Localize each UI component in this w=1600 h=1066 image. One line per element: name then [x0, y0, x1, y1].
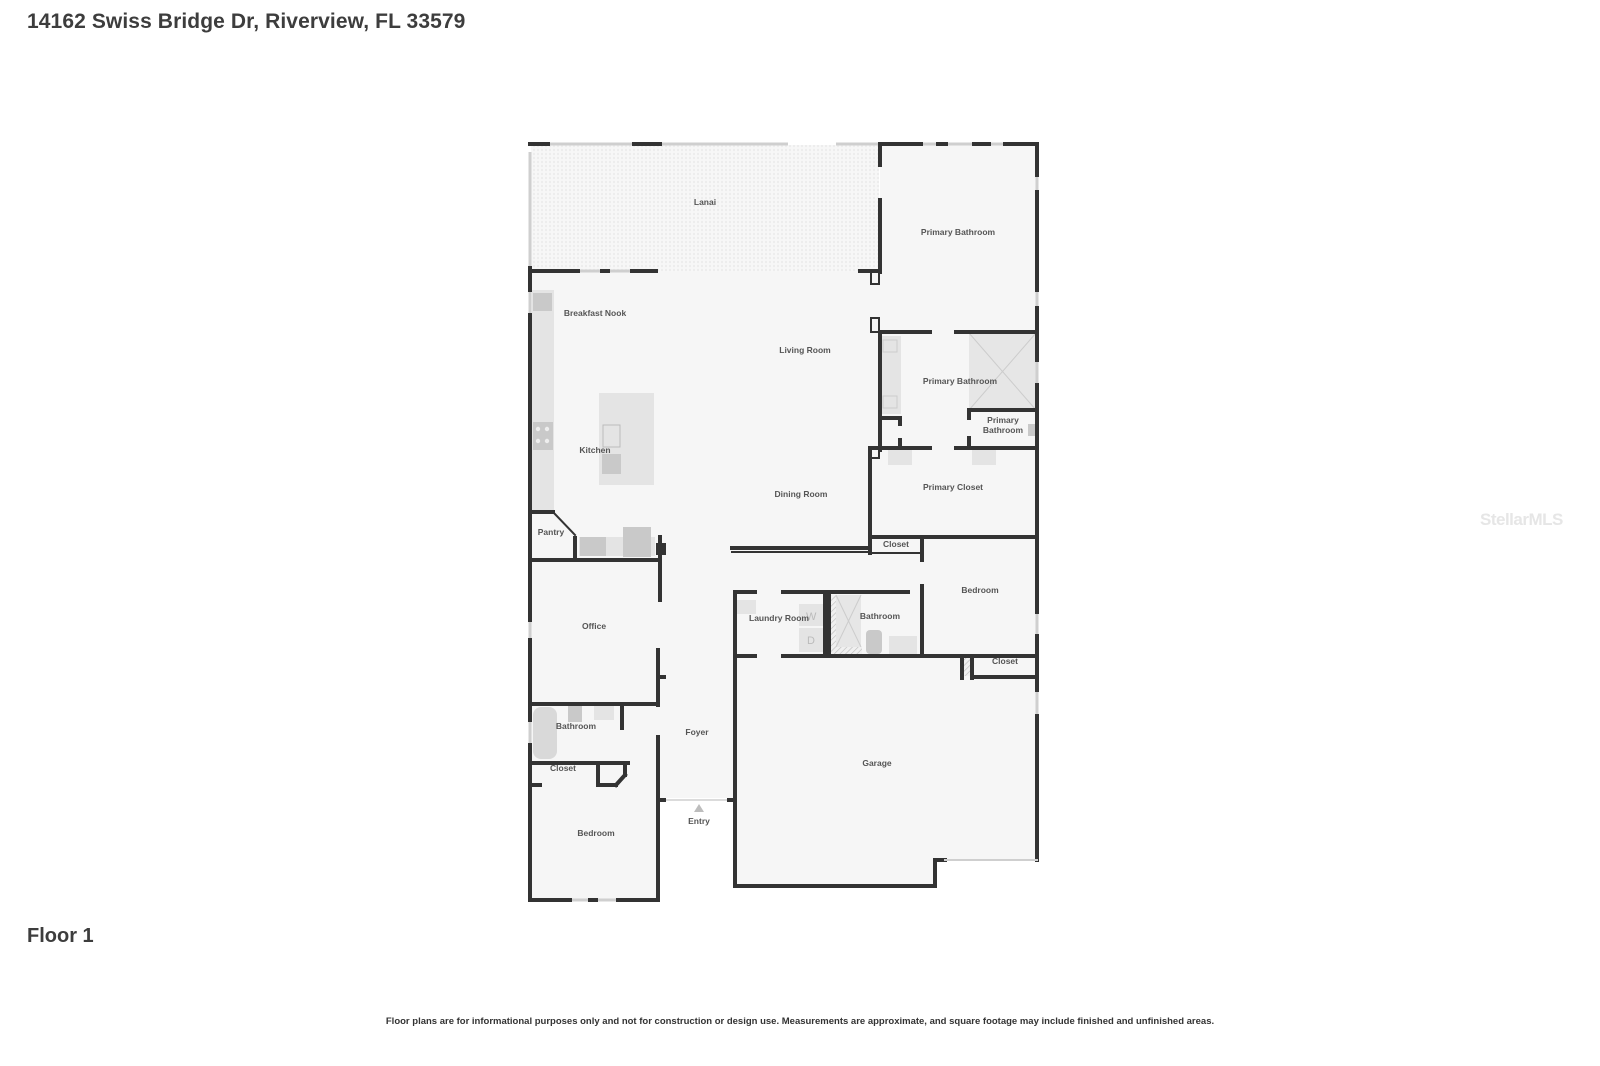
- label-bathroom-2: Bathroom: [556, 721, 597, 731]
- toilet-icon-2: [866, 630, 882, 654]
- fridge-icon: [533, 293, 552, 311]
- vanity-counter: [881, 336, 901, 414]
- label-foyer: Foyer: [685, 727, 709, 737]
- disclaimer-text: Floor plans are for informational purpos…: [385, 1016, 1215, 1027]
- bath-sink-icon: [889, 636, 917, 654]
- label-primary-bathroom: Primary Bathroom: [921, 227, 996, 237]
- walls: [528, 142, 1039, 902]
- label-bathroom-1: Bathroom: [860, 611, 901, 621]
- entry-arrow-icon: [694, 804, 704, 812]
- label-closet-2: Closet: [992, 656, 1018, 666]
- oven-icon: [623, 527, 651, 557]
- label-primary-closet: Primary Closet: [923, 482, 983, 492]
- lanai-floor: [531, 145, 879, 272]
- label-pantry: Pantry: [538, 527, 565, 537]
- label-kitchen: Kitchen: [579, 445, 610, 455]
- label-breakfast-nook: Breakfast Nook: [564, 308, 627, 318]
- bathtub-icon: [533, 707, 557, 759]
- label-primary-bathroom-3a: Primary: [987, 415, 1019, 425]
- label-dining-room: Dining Room: [775, 489, 828, 499]
- label-entry: Entry: [688, 816, 710, 826]
- label-primary-bathroom-3b: Bathroom: [983, 425, 1024, 435]
- floor-label: Floor 1: [27, 925, 94, 947]
- label-garage: Garage: [862, 758, 892, 768]
- dryer-icon: [799, 628, 823, 652]
- room-labels: Lanai Primary Bathroom Breakfast Nook Li…: [538, 197, 1024, 838]
- fixtures: W D: [532, 290, 1037, 759]
- watermark-logo: StellarMLS: [1480, 510, 1563, 529]
- washer-icon: [799, 604, 823, 626]
- microwave-icon: [580, 537, 606, 556]
- sink-icon: [602, 424, 621, 448]
- property-address: 14162 Swiss Bridge Dr, Riverview, FL 335…: [27, 10, 466, 33]
- bath-sink-icon-2: [594, 706, 614, 720]
- label-bedroom-2: Bedroom: [577, 828, 615, 838]
- cooktop-icon: [533, 422, 553, 450]
- dishwasher-icon: [602, 454, 621, 474]
- windows: [528, 142, 1039, 902]
- label-office: Office: [582, 621, 606, 631]
- entry-porch: [659, 799, 735, 889]
- label-closet-3: Closet: [550, 763, 576, 773]
- garage-notch: [935, 860, 1037, 890]
- label-bedroom-1: Bedroom: [961, 585, 999, 595]
- laundry-sink-icon: [736, 600, 756, 614]
- toilet-icon-3: [568, 706, 582, 722]
- kitchen-counter: [532, 290, 554, 512]
- washer-label: W: [806, 611, 817, 623]
- label-closet-1: Closet: [883, 539, 909, 549]
- toilet-icon: [1028, 424, 1036, 436]
- garage-floor: [735, 656, 1037, 886]
- dryer-label: D: [807, 635, 815, 647]
- label-lanai: Lanai: [694, 197, 716, 207]
- label-primary-bathroom-2: Primary Bathroom: [923, 376, 998, 386]
- great-room-floor: [531, 272, 881, 560]
- label-living-room: Living Room: [779, 345, 831, 355]
- label-laundry-room: Laundry Room: [749, 613, 809, 623]
